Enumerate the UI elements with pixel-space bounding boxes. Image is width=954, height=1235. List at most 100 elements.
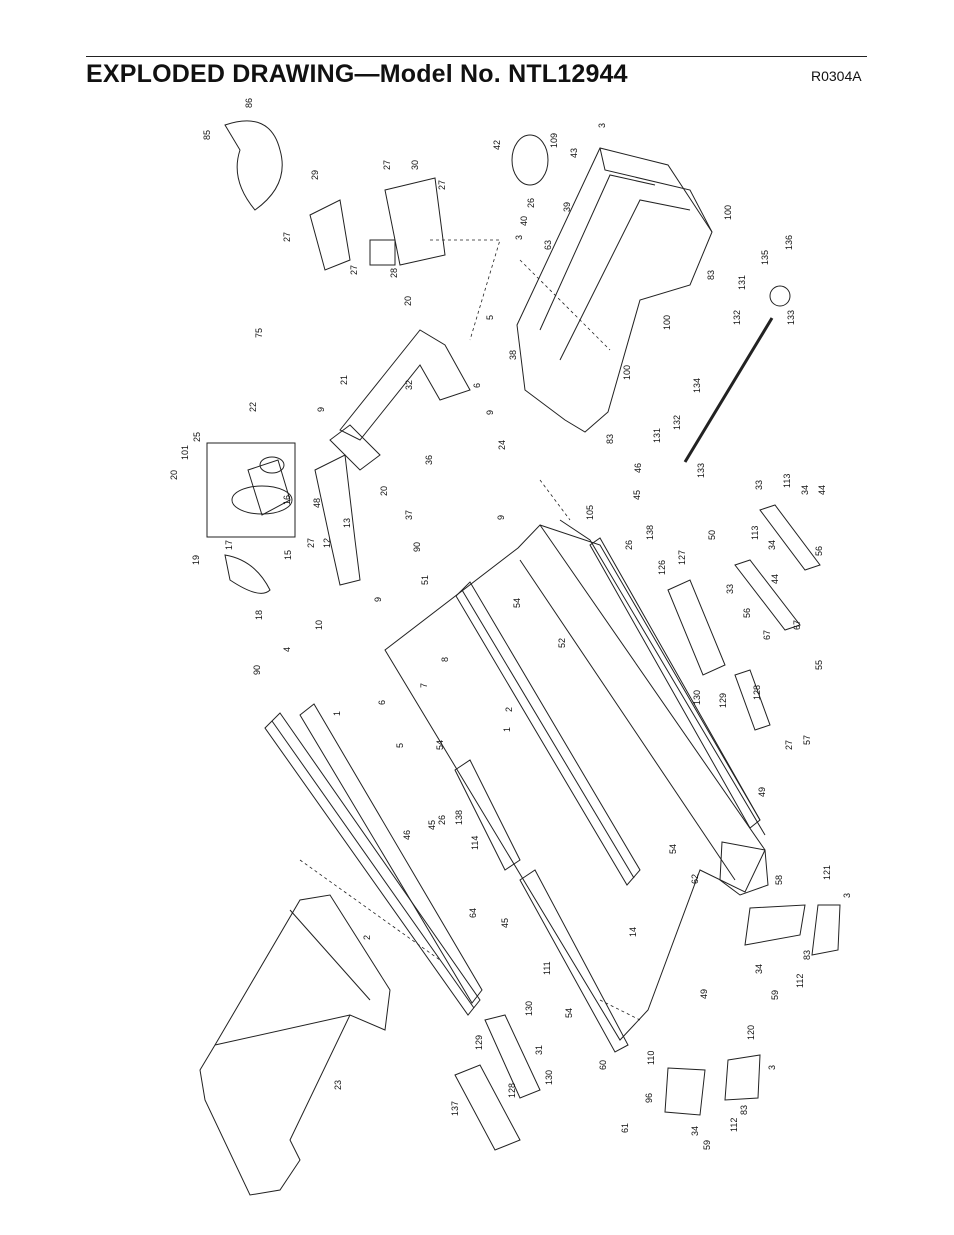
- part-label: 75: [254, 328, 264, 338]
- part-label: 14: [628, 927, 638, 937]
- part-label: 67: [762, 630, 772, 640]
- part-label: 54: [564, 1008, 574, 1018]
- pulley: [769, 285, 791, 307]
- end-cap-right-inner: [811, 904, 841, 956]
- part-label: 138: [645, 525, 655, 540]
- part-label: 52: [557, 638, 567, 648]
- part-label: 120: [746, 1025, 756, 1040]
- part-label: 9: [316, 407, 326, 412]
- part-label: 137: [450, 1101, 460, 1116]
- part-label: 46: [402, 830, 412, 840]
- part-label: 85: [202, 130, 212, 140]
- part-label: 112: [729, 1118, 739, 1132]
- part-label: 45: [500, 918, 510, 928]
- roller-shaft: [683, 317, 774, 463]
- part-label: 132: [732, 310, 742, 325]
- part-label: 45: [632, 490, 642, 500]
- part-label: 19: [191, 555, 201, 565]
- part-label: 2: [504, 707, 514, 712]
- part-label: 39: [562, 202, 572, 212]
- part-label: 44: [817, 485, 827, 495]
- part-label: 46: [633, 463, 643, 473]
- drawing-code: R0304A: [811, 68, 862, 84]
- part-label: 130: [524, 1001, 534, 1016]
- part-label: 49: [699, 989, 709, 999]
- part-label: 1: [502, 727, 512, 732]
- part-label: 83: [706, 270, 716, 280]
- walking-deck: [199, 894, 391, 1196]
- part-label: 59: [770, 990, 780, 1000]
- part-label: 100: [662, 315, 672, 330]
- part-label: 7: [419, 683, 429, 688]
- part-label: 54: [512, 598, 522, 608]
- part-label: 5: [485, 315, 495, 320]
- part-label: 127: [677, 550, 687, 565]
- part-label: 29: [310, 170, 320, 180]
- header-rule: [86, 56, 867, 57]
- part-label: 100: [723, 205, 733, 220]
- part-label: 26: [624, 540, 634, 550]
- part-label: 113: [750, 526, 760, 540]
- end-cap-left: [664, 1067, 706, 1116]
- part-label: 62: [690, 874, 700, 884]
- part-label: 17: [224, 540, 234, 550]
- part-label: 9: [496, 515, 506, 520]
- part-label: 59: [702, 1140, 712, 1150]
- part-label: 23: [333, 1080, 343, 1090]
- part-label: 113: [782, 474, 792, 488]
- part-label: 51: [420, 575, 430, 585]
- part-label: 67: [792, 620, 802, 630]
- part-label: 16: [282, 495, 292, 505]
- part-label: 128: [752, 685, 762, 700]
- part-label: 34: [800, 485, 810, 495]
- part-label: 90: [252, 665, 262, 675]
- part-label: 138: [454, 810, 464, 825]
- part-label: 57: [802, 735, 812, 745]
- end-cap-left-inner: [724, 1054, 761, 1101]
- part-label: 131: [652, 428, 662, 443]
- part-label: 22: [248, 402, 258, 412]
- part-label: 131: [737, 275, 747, 290]
- part-label: 83: [605, 434, 615, 444]
- part-label: 3: [842, 893, 852, 898]
- part-label: 56: [814, 546, 824, 556]
- part-label: 3: [514, 235, 524, 240]
- part-label: 129: [474, 1035, 484, 1050]
- rail-cover-mid: [454, 759, 521, 871]
- part-label: 126: [657, 560, 667, 575]
- part-label: 55: [814, 660, 824, 670]
- part-label: 109: [549, 133, 559, 148]
- console-board: [309, 177, 446, 271]
- part-label: 2: [362, 935, 372, 940]
- power-cord: [224, 120, 283, 211]
- treadmill-frame: [384, 519, 769, 1041]
- leg-bracket-lower: [734, 559, 801, 631]
- detail-box: [206, 442, 296, 538]
- part-label: 40: [519, 216, 529, 226]
- part-label: 105: [585, 505, 595, 520]
- part-label: 9: [373, 597, 383, 602]
- part-label: 27: [784, 740, 794, 750]
- part-label: 101: [180, 445, 190, 460]
- part-label: 136: [784, 235, 794, 250]
- part-label: 9: [485, 410, 495, 415]
- foot-rail-right: [667, 579, 726, 676]
- part-label: 10: [314, 620, 324, 630]
- part-label: 54: [668, 844, 678, 854]
- part-label: 64: [468, 908, 478, 918]
- part-label: 50: [707, 530, 717, 540]
- part-label: 96: [644, 1093, 654, 1103]
- part-label: 30: [410, 160, 420, 170]
- part-label: 61: [620, 1123, 630, 1133]
- line-cord: [511, 134, 549, 186]
- part-label: 15: [283, 550, 293, 560]
- part-label: 38: [508, 350, 518, 360]
- rail-cover-front: [519, 869, 629, 1053]
- part-label: 5: [395, 743, 405, 748]
- part-label: 130: [544, 1070, 554, 1085]
- part-label: 1: [332, 711, 342, 716]
- rail-cover-front-left: [454, 1064, 521, 1151]
- part-label: 49: [757, 787, 767, 797]
- part-label: 83: [739, 1105, 749, 1115]
- part-label: 54: [435, 740, 445, 750]
